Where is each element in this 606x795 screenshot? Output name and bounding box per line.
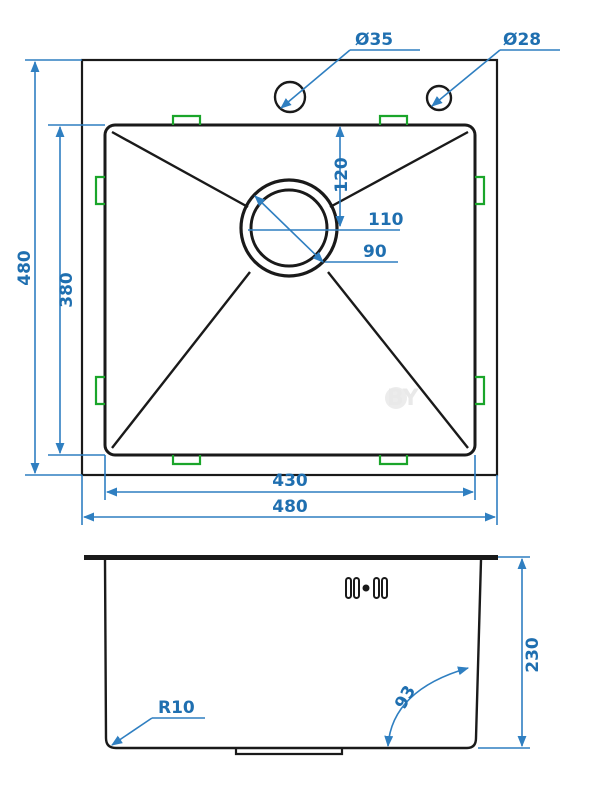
drain-inner-ring bbox=[249, 188, 329, 268]
side-view: 230 R10 93 bbox=[84, 555, 543, 756]
wall-angle-label: 93 bbox=[391, 682, 420, 713]
bowl-profile bbox=[103, 559, 483, 750]
hole-small-diameter-label: Ø28 bbox=[503, 30, 541, 50]
depth-label: 230 bbox=[523, 637, 543, 673]
bowl-width-label: 430 bbox=[272, 471, 308, 491]
drain-outer-diameter-label: 110 bbox=[368, 210, 404, 230]
drain-outer-ring bbox=[239, 178, 339, 278]
drain-stub bbox=[234, 748, 344, 756]
mounting-clips bbox=[94, 114, 486, 466]
bowl-slope-lines bbox=[111, 130, 469, 449]
top-view: BY Ø35 Ø28 480 380 120 110 90 430 bbox=[15, 30, 560, 525]
overall-width-label: 480 bbox=[272, 497, 308, 517]
drain-inner-diameter-label: 90 bbox=[363, 242, 387, 262]
bowl-outline bbox=[103, 123, 477, 457]
watermark-badge bbox=[385, 387, 407, 409]
bowl-height-label: 380 bbox=[57, 272, 77, 308]
hole-large-diameter-label: Ø35 bbox=[355, 30, 393, 50]
sink-outer-frame bbox=[80, 58, 499, 477]
sink-rim bbox=[84, 555, 498, 560]
tap-hole-small bbox=[425, 84, 453, 112]
drain-offset-label: 120 bbox=[332, 157, 352, 193]
corner-radius-label: R10 bbox=[158, 698, 195, 718]
watermark-text: BY bbox=[387, 386, 420, 411]
overall-height-label: 480 bbox=[15, 250, 35, 286]
tap-hole-large bbox=[273, 80, 307, 114]
overflow-slot bbox=[345, 577, 388, 599]
